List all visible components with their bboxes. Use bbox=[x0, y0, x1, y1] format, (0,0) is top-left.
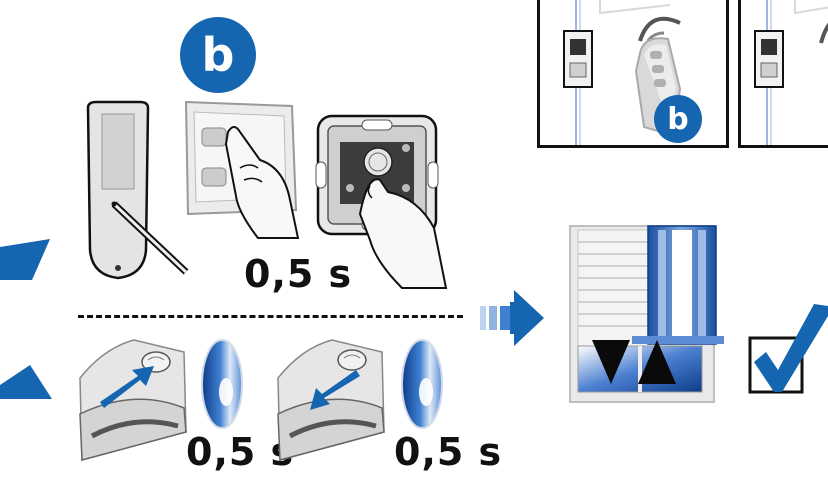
button-press-duration-2: 0,5 s bbox=[394, 430, 503, 474]
oval-button-icon-2 bbox=[401, 339, 443, 429]
arrow-right-icon bbox=[480, 290, 544, 346]
section-divider bbox=[78, 315, 463, 318]
wall-transmitter-icon bbox=[315, 114, 448, 289]
button-press-duration-1: 0,5 s bbox=[186, 430, 295, 474]
panel-badge-label: b bbox=[667, 101, 689, 137]
wall-switch-icon bbox=[184, 100, 300, 239]
contact-icon-2 bbox=[277, 339, 385, 461]
shutter-icon bbox=[569, 225, 724, 403]
receiver-panel-2 bbox=[738, 0, 828, 148]
receiver-panel: b bbox=[537, 0, 729, 148]
left-arrow-bottom-fragment bbox=[0, 365, 52, 399]
oval-button-icon-1 bbox=[201, 339, 243, 429]
step-badge-label: b bbox=[201, 28, 235, 82]
step-badge-b: b bbox=[180, 17, 256, 93]
left-arrow-top-fragment bbox=[0, 239, 50, 280]
remote-control-icon bbox=[86, 100, 189, 280]
contact-icon bbox=[79, 339, 187, 461]
receiver-scene-2 bbox=[754, 0, 828, 145]
panel-badge-b: b bbox=[654, 95, 702, 143]
checkmark-icon bbox=[748, 304, 828, 394]
remote-press-duration: 0,5 s bbox=[244, 252, 353, 296]
